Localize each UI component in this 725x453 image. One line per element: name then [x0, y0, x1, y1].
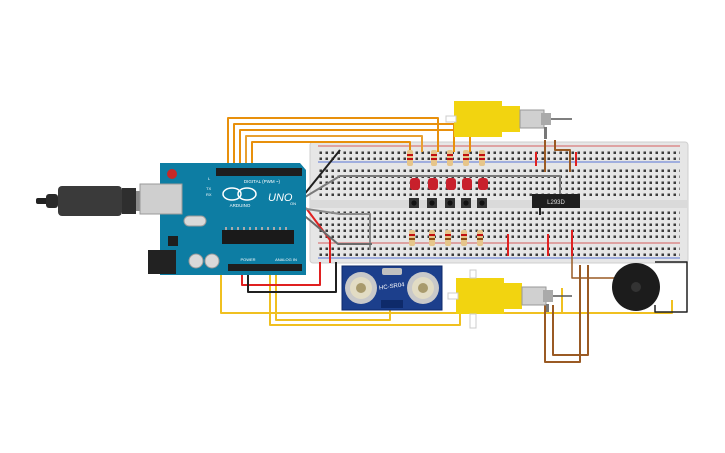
wire-black — [247, 262, 337, 293]
wire-red — [241, 262, 321, 286]
wire-brown — [554, 140, 571, 172]
wire-yellow — [562, 300, 673, 314]
wire-orange — [245, 135, 423, 170]
usb-cable — [36, 186, 144, 216]
led-red — [478, 178, 488, 190]
wire-black — [302, 149, 341, 197]
digital-label: DIGITAL (PWM ~) — [244, 179, 281, 184]
wire-orange — [233, 123, 455, 170]
resistor — [463, 150, 469, 166]
push-button — [409, 198, 419, 208]
rx-label: RX — [206, 192, 212, 197]
motor-driver-label: L293D — [547, 200, 565, 206]
power-label: POWER — [240, 257, 255, 262]
wire-gray — [299, 207, 371, 250]
led-red — [462, 178, 472, 190]
l-led-label: L — [208, 176, 211, 181]
resistors-top[interactable] — [407, 150, 485, 166]
wire-orange — [239, 129, 471, 170]
resistor — [409, 230, 415, 246]
resistor — [407, 150, 413, 166]
resistor — [445, 230, 451, 246]
wire-yellow — [220, 240, 563, 314]
dc-motor-top[interactable] — [445, 101, 572, 139]
push-button — [445, 198, 455, 208]
tx-label: TX — [206, 186, 211, 191]
breadboard-jumpers — [507, 152, 577, 256]
led-red — [428, 178, 438, 190]
push-button — [461, 198, 471, 208]
dc-motor-bottom[interactable] — [447, 269, 572, 329]
push-button — [477, 198, 487, 208]
resistor — [447, 150, 453, 166]
led-red — [446, 178, 456, 190]
resistors-bottom[interactable] — [409, 230, 483, 246]
leds[interactable] — [410, 178, 488, 190]
wire-brown — [552, 265, 589, 356]
wire-orange — [227, 117, 439, 170]
wire-black — [654, 261, 688, 313]
push-buttons[interactable] — [409, 198, 487, 208]
on-label: ON — [290, 201, 296, 206]
push-button — [427, 198, 437, 208]
resistor — [431, 150, 437, 166]
wire-gray — [299, 175, 561, 201]
brand-label: ARDUINO — [230, 203, 251, 208]
ultrasonic-sensor[interactable]: HC-SR04 — [341, 265, 443, 311]
wire-orange — [251, 141, 411, 170]
wire-brown — [544, 265, 581, 363]
resistor — [461, 230, 467, 246]
wire-red — [305, 207, 331, 263]
resistor — [429, 230, 435, 246]
ultrasonic-label: HC-SR04 — [379, 282, 406, 292]
motor-driver-chip[interactable]: L293D — [532, 194, 580, 208]
led-red — [410, 178, 420, 190]
resistor — [477, 230, 483, 246]
piezo-buzzer[interactable] — [612, 263, 660, 311]
resistor — [479, 150, 485, 166]
analog-label: ANALOG IN — [275, 257, 297, 262]
wire-gray — [299, 211, 372, 245]
board-label: UNO — [268, 192, 293, 204]
arduino-uno-board[interactable]: DIGITAL (PWM ~) ARDUINO UNO L TX RX ON P… — [36, 163, 306, 275]
